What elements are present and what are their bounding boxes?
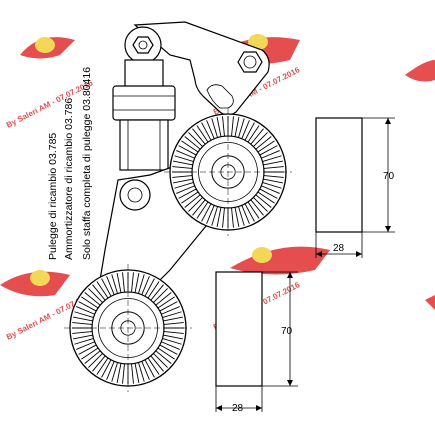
watermark-logo-left [0,270,435,310]
bracket-hex-bolt [237,51,263,73]
part-label-pulleys: Pulegge di ricambio 03.785 [47,133,59,260]
upper-pulley-profile [315,117,395,258]
upper-height-label: 70 [383,171,395,182]
shock-absorber [112,59,176,171]
lower-height-label: 70 [281,326,293,337]
part-label-bracket: Solo staffa completa di pulegge 03.80416 [81,67,93,260]
lower-pulley-profile [215,271,298,412]
lower-width-label: 28 [232,403,244,414]
damper-top-eye [124,26,162,64]
part-label-damper: Ammortizzatore di ricambio 03.786 [63,98,75,260]
upper-width-label: 28 [333,243,345,254]
upper-pulley [164,108,292,236]
arm-pivot [119,179,151,211]
bracket-slot [206,84,234,109]
watermark-logo-mid-right [230,246,330,275]
watermark-logo-top [20,37,75,59]
lower-pulley [64,264,192,392]
